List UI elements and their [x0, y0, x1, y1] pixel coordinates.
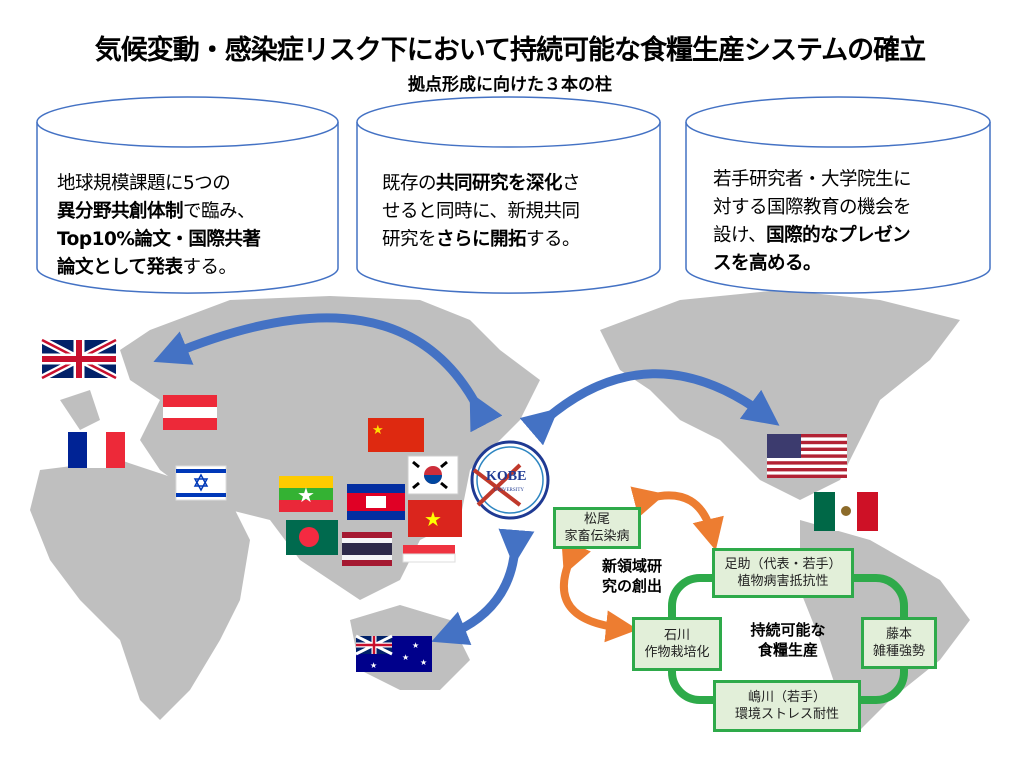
research-topic: 環境ストレス耐性: [734, 707, 839, 722]
flag-usa: [767, 434, 847, 478]
flag-france: [68, 432, 125, 468]
svg-text:★: ★: [420, 658, 427, 667]
research-box-fujimoto: 藤本 雑種強勢: [861, 617, 937, 669]
research-box-asuke: 足助（代表・若手） 植物病害抵抗性: [712, 548, 854, 598]
page-subtitle: 拠点形成に向けた３本の柱: [408, 75, 612, 95]
researcher-name: 石川: [663, 628, 690, 643]
svg-text:★: ★: [424, 507, 442, 531]
pillar-text-run: 論文として発表: [57, 257, 183, 278]
pillar-text-run: 若手研究者・大学院生に: [713, 169, 912, 190]
pillar-text-run: Top10%論文・国際共著: [57, 229, 261, 250]
research-box-shimakawa: 嶋川（若手） 環境ストレス耐性: [713, 680, 861, 732]
pillar-line: 既存の共同研究を深化さ: [382, 170, 581, 198]
pillar-line: 若手研究者・大学院生に: [713, 166, 912, 194]
svg-text:★: ★: [412, 641, 419, 650]
research-topic: 雑種強勢: [872, 644, 925, 659]
research-topic: 作物栽培化: [644, 645, 710, 660]
flag-thailand: [342, 532, 392, 566]
svg-text:★: ★: [297, 483, 315, 507]
pillar-3-text: 若手研究者・大学院生に対する国際教育の機会を設け、国際的なプレゼンスを高める。: [713, 166, 912, 278]
pillar-text-run: で臨み、: [183, 201, 256, 222]
research-box-ishikawa: 石川 作物栽培化: [632, 617, 722, 671]
svg-text:★: ★: [372, 423, 384, 438]
researcher-name: 足助（代表・若手）: [724, 557, 842, 572]
pillar-1-text: 地球規模課題に5つの異分野共創体制で臨み、Top10%論文・国際共著論文として発…: [57, 170, 261, 282]
research-topic: 家畜伝染病: [564, 529, 630, 544]
researcher-name: 松尾: [583, 512, 610, 527]
flag-china: ★: [368, 418, 424, 452]
pillar-text-run: する。: [526, 229, 581, 250]
new-field-arrows: [559, 486, 724, 643]
researcher-name: 嶋川（若手）: [747, 690, 826, 705]
pillar-line: 研究をさらに開拓する。: [382, 226, 581, 254]
flag-bangladesh: [286, 520, 338, 555]
pillar-text-run: 異分野共創体制: [57, 201, 184, 222]
pillar-text-run: 既存の: [382, 173, 437, 194]
flag-israel: [175, 465, 227, 501]
pillar-text-run: 対する国際教育の機会を: [713, 197, 912, 218]
pillar-line: 論文として発表する。: [57, 254, 260, 282]
svg-text:★: ★: [370, 661, 377, 670]
pillar-line: せると同時に、新規共同: [382, 198, 580, 226]
pillar-text-run: する。: [182, 257, 237, 278]
page-title: 気候変動・感染症リスク下において持続可能な食糧生産システムの確立: [94, 35, 926, 66]
pillar-text-run: せると同時に、新規共同: [382, 201, 580, 222]
collaboration-arrows: [153, 313, 780, 645]
flag-myanmar: ★: [279, 476, 333, 512]
research-topic: 植物病害抵抗性: [737, 574, 829, 589]
pillar-line: Top10%論文・国際共著: [57, 226, 261, 254]
flag-cambodia: [347, 484, 405, 520]
pillar-text-run: さ: [562, 173, 581, 194]
pillar-line: スを高める。: [713, 250, 911, 278]
researcher-name: 藤本: [885, 627, 912, 642]
sustainable-food-label: 持続可能な食糧生産: [750, 621, 826, 659]
svg-text:★: ★: [402, 653, 409, 662]
new-field-label: 新領域研究の創出: [601, 557, 662, 595]
pillar-line: 異分野共創体制で臨み、: [57, 198, 260, 226]
pillar-text-run: 地球規模課題に5つの: [57, 173, 231, 194]
pillar-text-run: 研究を: [382, 229, 437, 250]
flag-austria: [163, 395, 217, 430]
pillar-text-run: 国際的なプレゼン: [766, 225, 911, 246]
flag-mexico: [814, 492, 878, 531]
pillar-line: 対する国際教育の機会を: [713, 194, 912, 222]
flag-vietnam: ★: [408, 500, 462, 537]
research-box-matsuo: 松尾 家畜伝染病: [553, 507, 641, 549]
pillar-text-run: 設け、: [713, 225, 767, 246]
flag-singapore: [402, 545, 456, 563]
pillar-line: 地球規模課題に5つの: [57, 170, 260, 198]
pillar-cylinders: [36, 96, 991, 294]
pillar-text-run: 共同研究を深化: [436, 173, 563, 194]
flag-south-korea: [407, 455, 459, 495]
svg-text:UNIVERSITY: UNIVERSITY: [494, 488, 524, 493]
pillar-2-text: 既存の共同研究を深化させると同時に、新規共同研究をさらに開拓する。: [382, 170, 581, 254]
kobe-university-logo: KOBE UNIVERSITY: [470, 440, 550, 520]
pillar-text-run: さらに開拓: [436, 229, 527, 250]
pillar-text-run: スを高める。: [713, 253, 822, 274]
pillar-line: 設け、国際的なプレゼン: [713, 222, 911, 250]
flag-uk: [40, 336, 118, 382]
svg-text:KOBE: KOBE: [486, 469, 526, 484]
flag-australia: ★★★★: [355, 634, 432, 672]
